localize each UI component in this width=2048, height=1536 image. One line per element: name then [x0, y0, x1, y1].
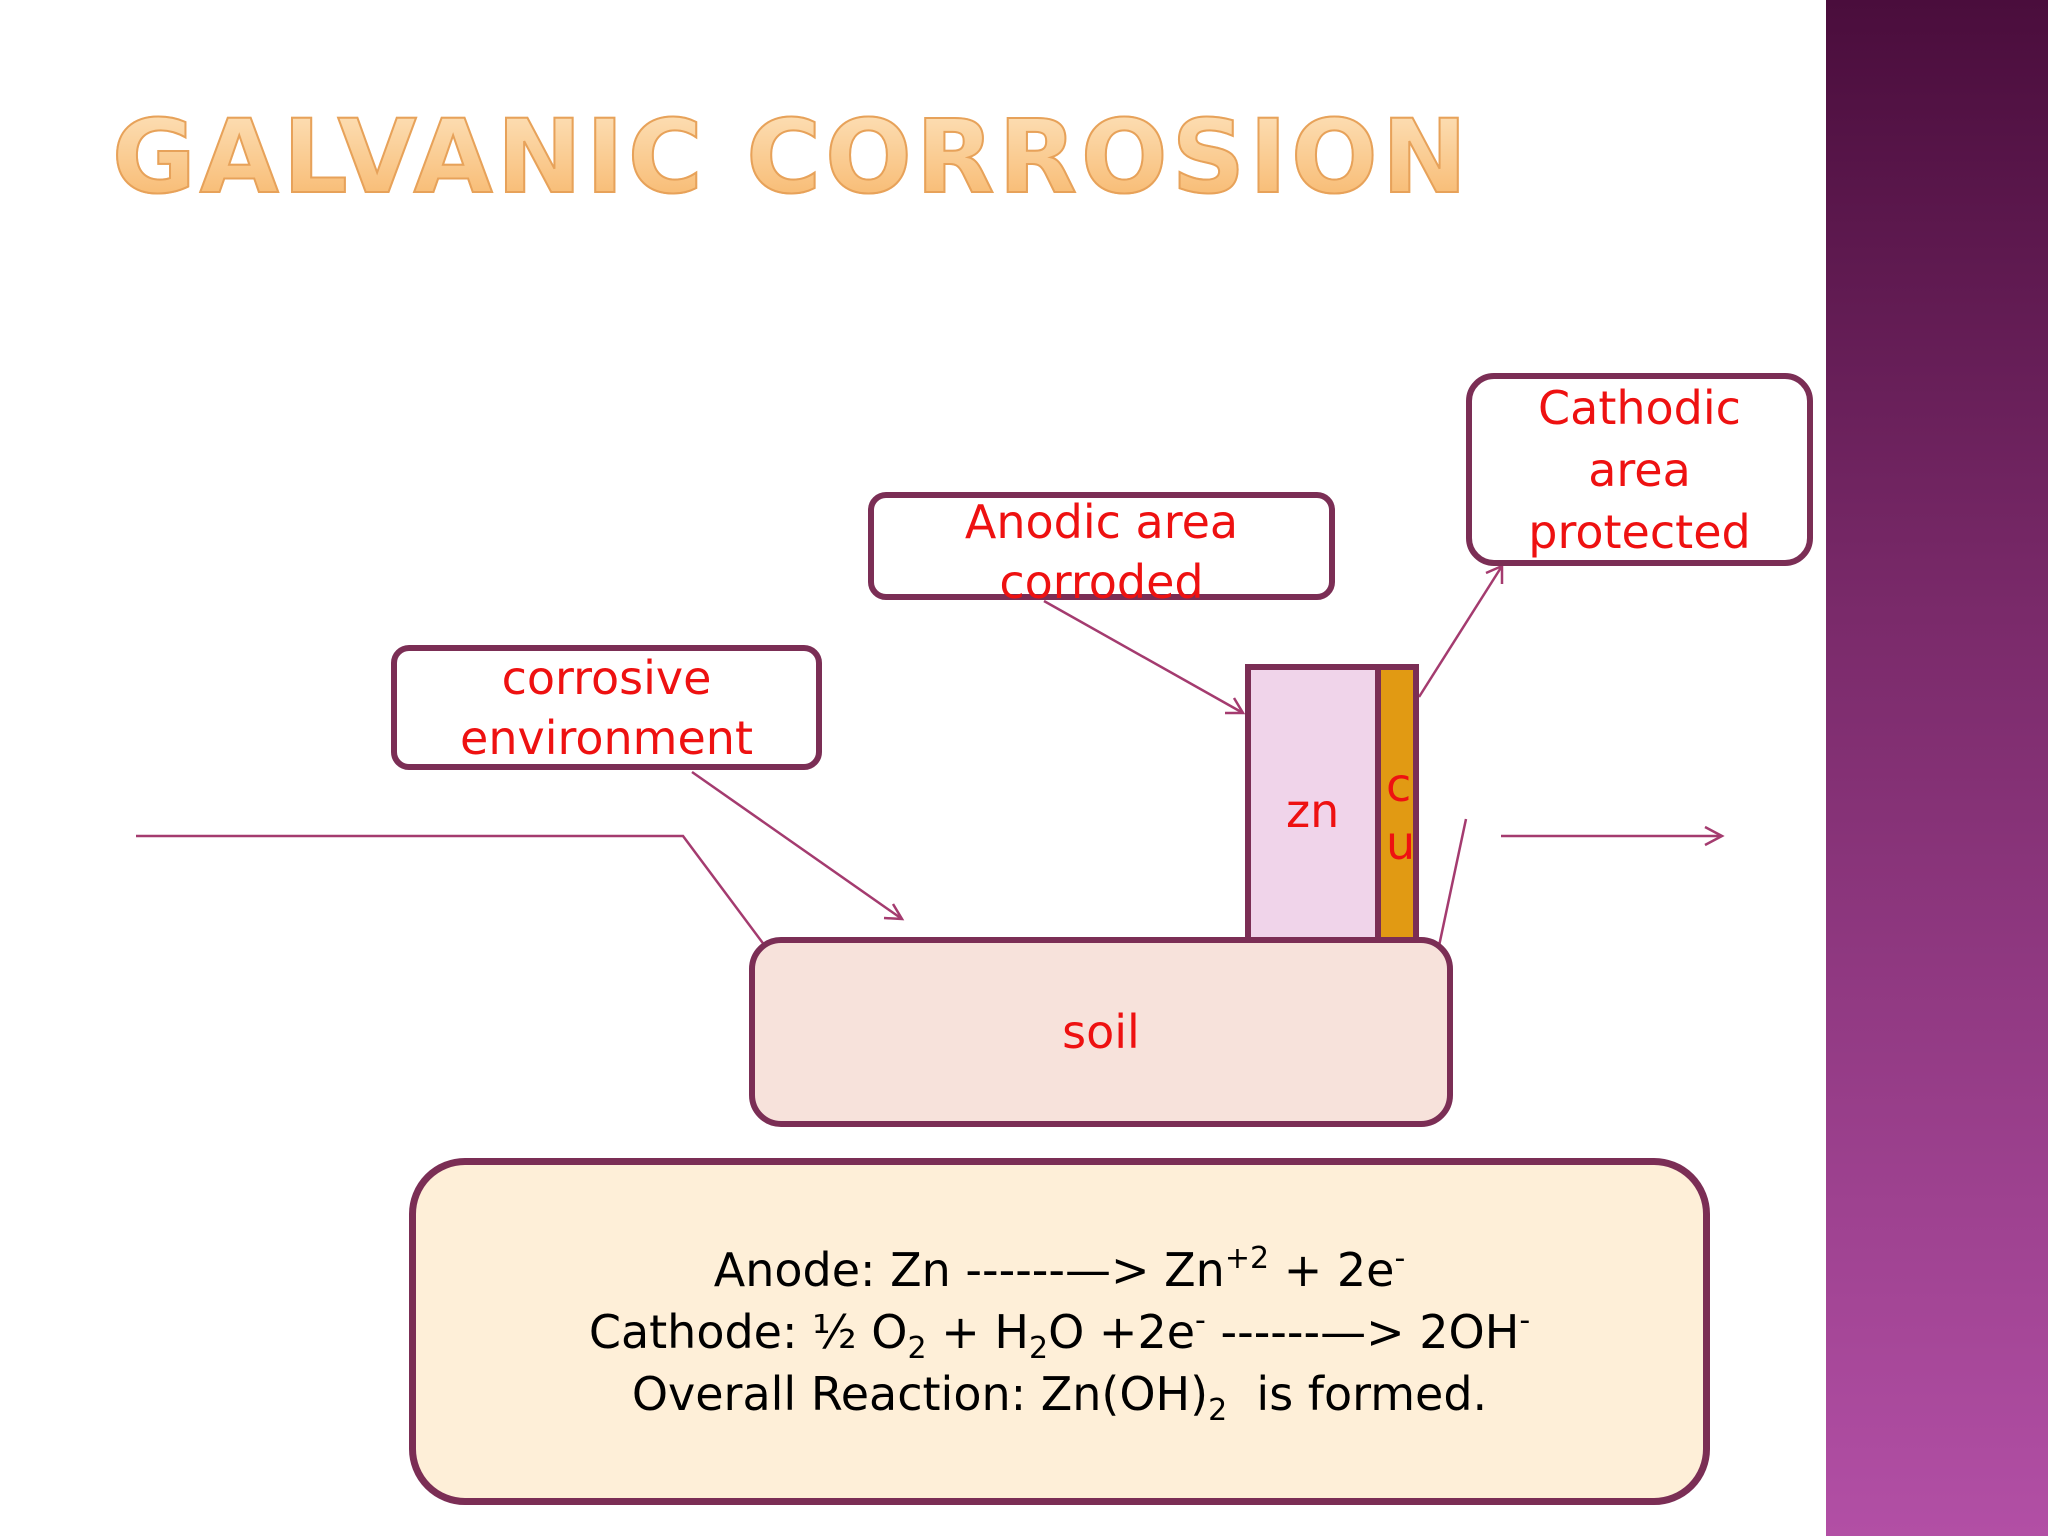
- soil-block: soil: [749, 937, 1453, 1127]
- label-line: corroded: [999, 555, 1204, 609]
- soil-label: soil: [1062, 1005, 1140, 1059]
- eq-sup: -: [1519, 1302, 1531, 1338]
- ground-line-left: [136, 834, 767, 947]
- label-line: area: [1588, 442, 1691, 497]
- ground-arrow-right-head: [1704, 825, 1725, 847]
- eq-text: O +2e: [1048, 1304, 1196, 1359]
- copper-label-bottom: u: [1386, 816, 1416, 870]
- anodic-arrow: [1043, 599, 1244, 715]
- anodic-area-label: Anodic area corroded: [868, 492, 1335, 609]
- anodic-arrow-head: [1225, 697, 1246, 715]
- eq-text: Anode: Zn ------—> Zn: [713, 1242, 1225, 1297]
- ground-line-right: [1437, 818, 1468, 947]
- eq-sup: -: [1394, 1240, 1406, 1276]
- eq-text: ------—> 2OH: [1205, 1304, 1520, 1359]
- decorative-sidebar: [1826, 0, 2048, 1536]
- reaction-equations-box: Anode: Zn ------—> Zn+2 + 2e- Cathode: ½…: [409, 1158, 1710, 1505]
- label-line: corrosive: [501, 650, 712, 705]
- eq-text: + 2e: [1269, 1242, 1395, 1297]
- eq-text: + H: [926, 1304, 1029, 1359]
- eq-text: Overall Reaction: Zn(OH): [631, 1366, 1209, 1421]
- cathodic-arrow: [1417, 565, 1504, 698]
- slide-title: Galvanic Corrosion: [111, 97, 1472, 218]
- label-line: protected: [1528, 504, 1751, 559]
- environment-arrow: [691, 770, 903, 921]
- corrosive-environment-label: corrosive environment: [391, 645, 822, 770]
- cathode-reaction: Cathode: ½ O2 + H2O +2e- ------—> 2OH-: [588, 1301, 1531, 1366]
- eq-sub: 2: [907, 1330, 927, 1366]
- copper-strip: [1381, 664, 1419, 938]
- label-line: Cathodic: [1538, 380, 1741, 435]
- zinc-block: [1245, 664, 1381, 938]
- cathodic-arrow-head: [1485, 564, 1504, 584]
- cathodic-area-label: Cathodic area protected: [1466, 373, 1813, 566]
- eq-sup: +2: [1224, 1240, 1270, 1276]
- eq-text: is formed.: [1227, 1366, 1488, 1421]
- anode-reaction: Anode: Zn ------—> Zn+2 + 2e-: [714, 1239, 1406, 1301]
- label-line: environment: [460, 710, 753, 765]
- overall-reaction: Overall Reaction: Zn(OH)2 is formed.: [631, 1363, 1488, 1428]
- eq-text: Cathode: ½ O: [588, 1304, 908, 1359]
- eq-sub: 2: [1208, 1392, 1228, 1428]
- eq-sub: 2: [1029, 1330, 1049, 1366]
- eq-sup: -: [1195, 1302, 1206, 1338]
- zinc-label: zn: [1286, 784, 1340, 838]
- copper-label-top: c: [1386, 758, 1412, 812]
- label-line: Anodic area: [964, 495, 1239, 549]
- environment-arrow-head: [883, 903, 905, 921]
